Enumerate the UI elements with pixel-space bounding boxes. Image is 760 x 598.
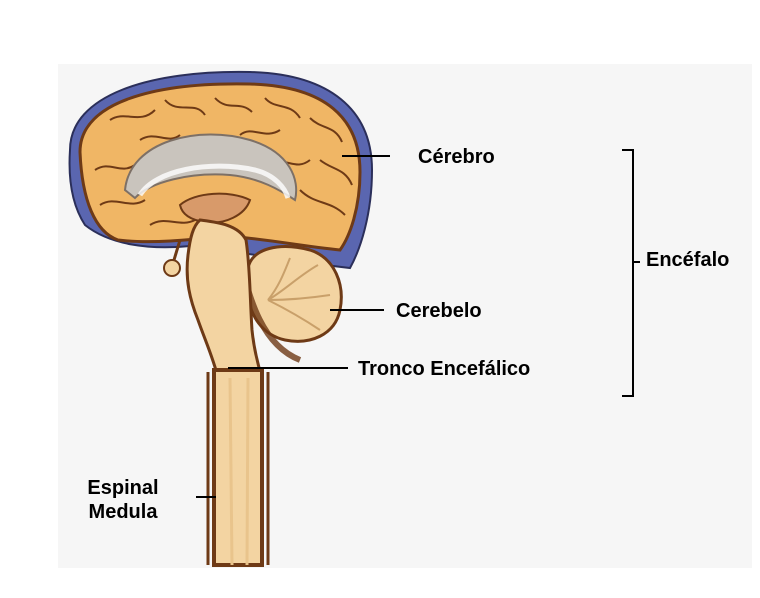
label-tronco-encefalico: Tronco Encefálico — [358, 357, 530, 381]
label-encefalo: Encéfalo — [646, 248, 729, 272]
encefalo-bracket — [622, 150, 640, 396]
pituitary — [164, 260, 180, 276]
label-espinal-line1: Espinal — [79, 476, 167, 500]
label-espinal-medula: Espinal Medula — [79, 476, 167, 524]
label-cerebro: Cérebro — [418, 145, 495, 169]
label-espinal-line2: Medula — [79, 500, 167, 524]
label-cerebelo: Cerebelo — [396, 299, 482, 323]
spinal-cord-shape — [214, 370, 262, 565]
